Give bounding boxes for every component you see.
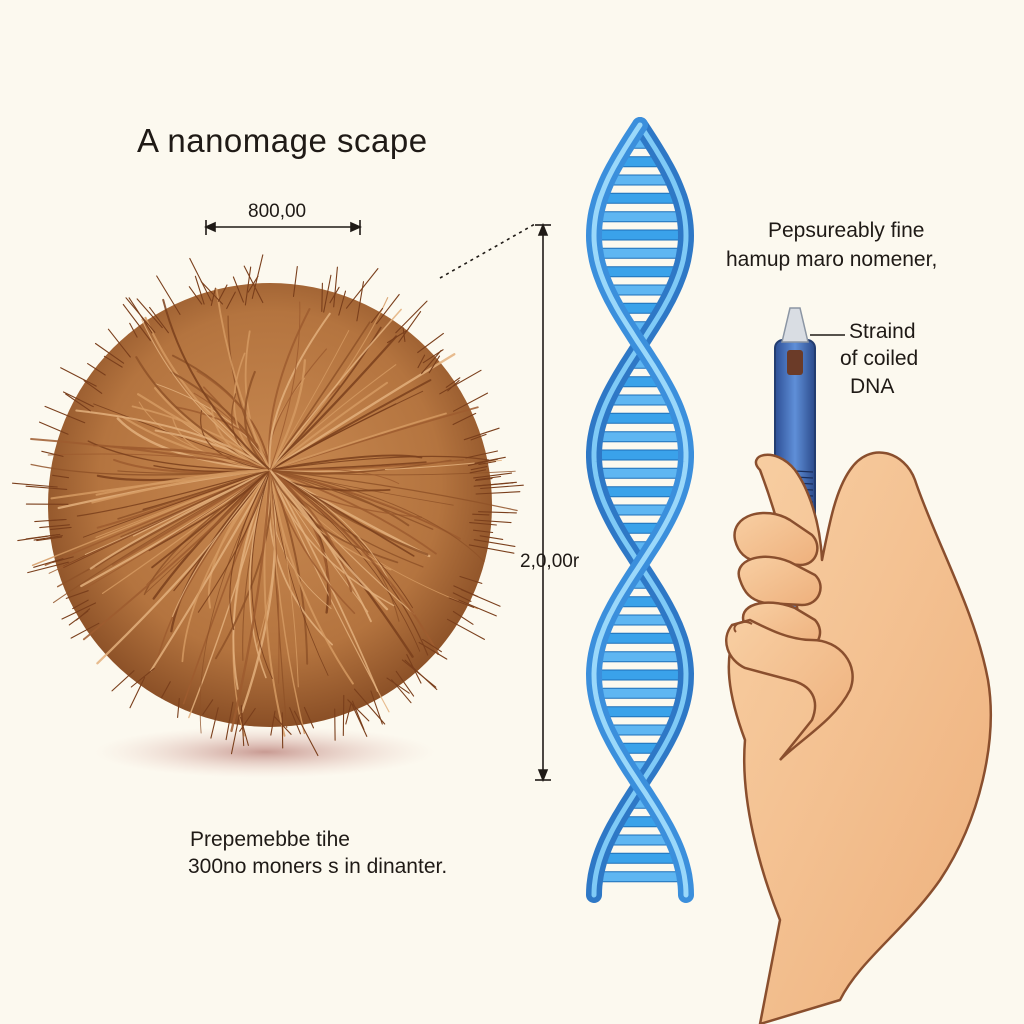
hair-caption-line-2: 300no moners s in dinanter.	[188, 855, 448, 878]
dna-helix-illustration	[585, 117, 695, 903]
height-dimension-arrow	[535, 222, 551, 783]
hair-caption-line-1: Prepemebbe tihe	[190, 828, 350, 851]
diagram-title: A nanomage scape	[137, 122, 428, 159]
right-caption-line-1: Pepsureably fine	[768, 219, 925, 242]
strand-caption-line-3: DNA	[850, 375, 895, 398]
height-dimension-label: 2,0,00r	[520, 551, 580, 572]
right-caption-line-2: hamup maro nomener,	[726, 248, 938, 271]
leader-line	[439, 223, 536, 279]
width-dimension-arrow	[204, 220, 362, 235]
width-dimension-label: 800,00	[248, 201, 307, 222]
strand-caption-line-2: of coiled	[840, 347, 919, 370]
hair-ball-illustration	[11, 254, 524, 757]
hair-shadow	[95, 726, 435, 778]
hand-holding-pencil-illustration	[725, 307, 992, 1024]
strand-caption-line-1: Straind	[849, 320, 916, 343]
